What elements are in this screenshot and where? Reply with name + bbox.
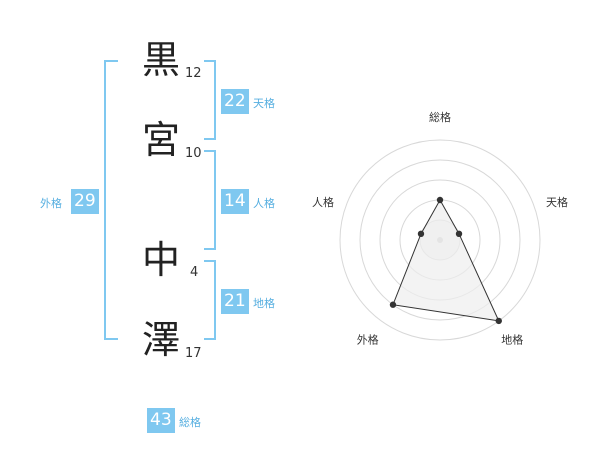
name-char-4: 澤 <box>141 318 180 362</box>
jinkaku-label: 人格 <box>253 197 275 210</box>
radar-polygon <box>392 198 500 322</box>
radar-axis-label-3: 地格 <box>501 333 523 347</box>
radar-ring-5 <box>339 139 541 341</box>
gaikaku-bracket <box>104 60 118 340</box>
jinkaku-bracket <box>204 150 216 250</box>
radar-point-4 <box>389 301 397 308</box>
tenkaku-bracket <box>204 60 216 140</box>
radar-point-2 <box>455 230 463 238</box>
soukaku-label: 総格 <box>179 416 201 429</box>
tenkaku-value: 22 <box>221 89 249 114</box>
tenkaku-label: 天格 <box>253 97 275 110</box>
radar-axis-label-1: 総格 <box>429 110 451 124</box>
stroke-count-2: 10 <box>185 146 202 161</box>
radar-axis-label-4: 外格 <box>357 333 379 347</box>
radar-point-5 <box>417 230 425 238</box>
name-char-1: 黒 <box>141 38 180 82</box>
gaikaku-value: 29 <box>71 189 99 214</box>
radar-axis-label-2: 天格 <box>546 195 568 209</box>
radar-axis-label-5: 人格 <box>312 195 334 209</box>
stroke-count-1: 12 <box>185 66 202 81</box>
chikaku-bracket <box>204 260 216 340</box>
jinkaku-value: 14 <box>221 189 249 214</box>
radar-ring-4 <box>359 159 521 321</box>
stroke-count-3: 4 <box>190 265 199 280</box>
radar-point-3 <box>495 317 502 325</box>
stroke-count-4: 17 <box>185 346 202 361</box>
name-char-2: 宮 <box>141 118 180 162</box>
chikaku-label: 地格 <box>253 297 275 310</box>
gaikaku-label: 外格 <box>40 197 62 210</box>
soukaku-value: 43 <box>147 408 175 433</box>
name-char-3: 中 <box>141 238 180 282</box>
radar-point-1 <box>436 196 444 204</box>
chikaku-value: 21 <box>221 289 249 314</box>
